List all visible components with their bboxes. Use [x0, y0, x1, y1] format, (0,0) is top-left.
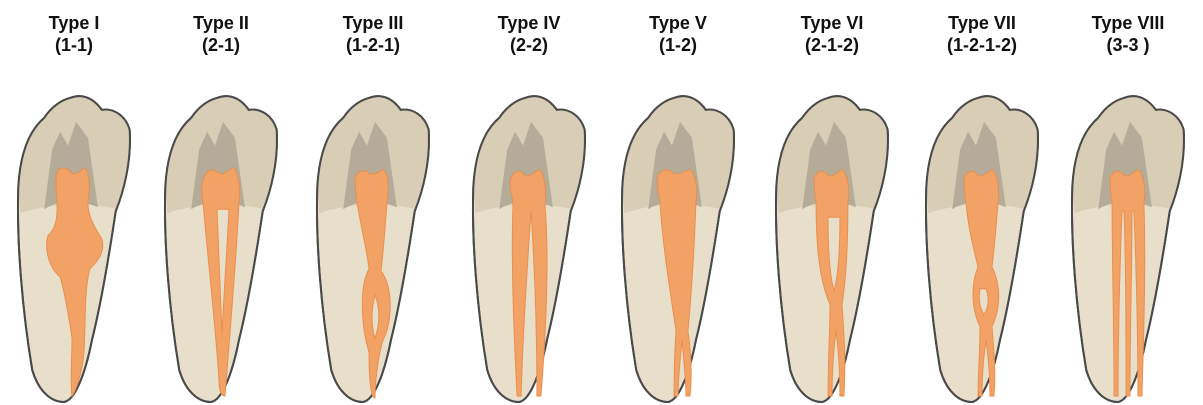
- tooth-diagram: [161, 92, 281, 404]
- type-name: Type VIII: [1053, 12, 1203, 34]
- root-canal: [1110, 170, 1145, 397]
- tooth-panel: Type I(1-1): [0, 0, 149, 405]
- tooth-panel: Type IV(2-2): [454, 0, 604, 405]
- type-name: Type VI: [757, 12, 907, 34]
- canal-pattern: (2-1-2): [757, 34, 907, 56]
- type-label: Type VII(1-2-1-2): [907, 12, 1057, 56]
- canal-pattern: (1-2-1): [298, 34, 448, 56]
- type-label: Type I(1-1): [0, 12, 149, 56]
- type-name: Type IV: [454, 12, 604, 34]
- type-name: Type I: [0, 12, 149, 34]
- canal-pattern: (1-2): [603, 34, 753, 56]
- canal-pattern: (3-3 ): [1053, 34, 1203, 56]
- type-label: Type IV(2-2): [454, 12, 604, 56]
- tooth-panel: Type V(1-2): [603, 0, 753, 405]
- tooth-diagram: [1068, 92, 1188, 404]
- canal-pattern: (2-1): [146, 34, 296, 56]
- tooth-diagram: [313, 92, 433, 404]
- type-label: Type III(1-2-1): [298, 12, 448, 56]
- tooth-panel: Type VI(2-1-2): [757, 0, 907, 405]
- type-name: Type V: [603, 12, 753, 34]
- tooth-diagram: [618, 92, 738, 404]
- canal-pattern: (2-2): [454, 34, 604, 56]
- tooth-diagram: [772, 92, 892, 404]
- type-label: Type V(1-2): [603, 12, 753, 56]
- tooth-diagram: [14, 92, 134, 404]
- tooth-panel: Type II(2-1): [146, 0, 296, 405]
- tooth-panel: Type VII(1-2-1-2): [907, 0, 1057, 405]
- canal-pattern: (1-1): [0, 34, 149, 56]
- canal-pattern: (1-2-1-2): [907, 34, 1057, 56]
- type-name: Type II: [146, 12, 296, 34]
- tooth-panel: Type VIII(3-3 ): [1053, 0, 1203, 405]
- type-label: Type VI(2-1-2): [757, 12, 907, 56]
- type-label: Type II(2-1): [146, 12, 296, 56]
- type-label: Type VIII(3-3 ): [1053, 12, 1203, 56]
- tooth-panel: Type III(1-2-1): [298, 0, 448, 405]
- tooth-diagram: [469, 92, 589, 404]
- type-name: Type III: [298, 12, 448, 34]
- tooth-diagram: [922, 92, 1042, 404]
- type-name: Type VII: [907, 12, 1057, 34]
